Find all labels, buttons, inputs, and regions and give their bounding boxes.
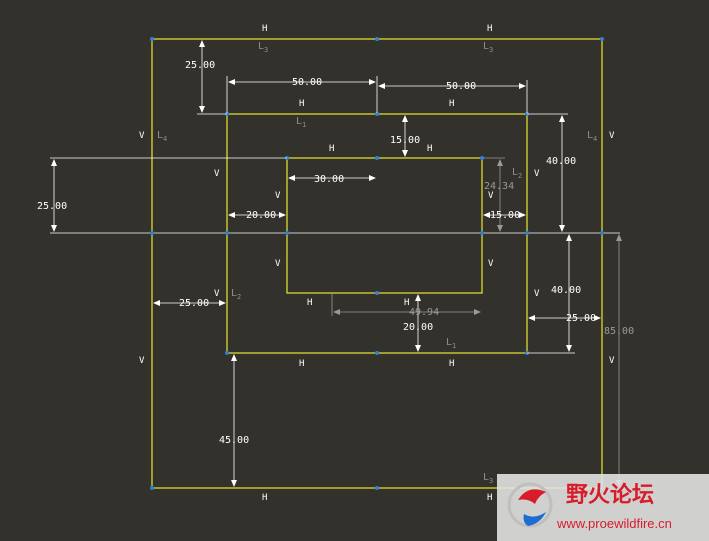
vertex[interactable] (480, 156, 484, 160)
line-ref-l3: L3 (483, 41, 493, 54)
line-ref-l1: L1 (446, 337, 456, 350)
dim-mid-left-gap[interactable]: 20.00 (246, 210, 276, 221)
vertex[interactable] (480, 231, 484, 235)
constraint-v[interactable]: V (534, 169, 540, 179)
dimension-values: 25.00 50.00 50.00 15.00 30.00 24.34 25.0… (37, 60, 634, 446)
vertex[interactable] (375, 37, 379, 41)
vertex[interactable] (375, 156, 379, 160)
line-ref-l2: L2 (512, 167, 522, 180)
dim-left-height[interactable]: 25.00 (37, 201, 67, 212)
constraint-v[interactable]: V (214, 289, 220, 299)
constraint-h[interactable]: H (299, 359, 304, 369)
dim-top-right-width[interactable]: 50.00 (446, 81, 476, 92)
vertex[interactable] (150, 37, 154, 41)
line-ref-l2: L2 (231, 288, 241, 301)
watermark: 野火论坛 www.proewildfire.cn (497, 474, 709, 541)
constraint-h[interactable]: H (262, 24, 267, 34)
dim-outer-right-height[interactable]: 85.00 (604, 326, 634, 337)
constraint-h[interactable]: H (487, 24, 492, 34)
constraint-h[interactable]: H (449, 359, 454, 369)
line-reference-labels: L3 L3 L1 L4 L4 L2 L2 L1 L3 (157, 41, 597, 485)
constraint-v[interactable]: V (609, 131, 615, 141)
line-ref-l3: L3 (258, 41, 268, 54)
constraint-h[interactable]: H (487, 493, 492, 503)
constraint-h[interactable]: H (404, 298, 409, 308)
inner-rectangle[interactable] (286, 157, 483, 294)
vertex[interactable] (375, 351, 379, 355)
constraint-v[interactable]: V (609, 356, 615, 366)
constraint-h[interactable]: H (299, 99, 304, 109)
constraint-v[interactable]: V (275, 259, 281, 269)
watermark-title: 野火论坛 (566, 482, 654, 508)
dim-top-left-width[interactable]: 50.00 (292, 77, 322, 88)
line-ref-l4: L4 (157, 130, 167, 143)
dim-inner-width[interactable]: 49.94 (409, 307, 439, 318)
line-ref-l3: L3 (483, 472, 493, 485)
constraint-h[interactable]: H (262, 493, 267, 503)
constraint-v[interactable]: V (488, 259, 494, 269)
dim-top-gap[interactable]: 25.00 (185, 60, 215, 71)
dim-right-gap[interactable]: 25.00 (566, 313, 596, 324)
constraint-v[interactable]: V (488, 191, 494, 201)
vertex[interactable] (600, 37, 604, 41)
constraint-v[interactable]: V (275, 191, 281, 201)
vertex[interactable] (525, 231, 529, 235)
constraint-h[interactable]: H (427, 144, 432, 154)
constraint-v[interactable]: V (139, 131, 145, 141)
vertex[interactable] (375, 486, 379, 490)
constraint-v[interactable]: V (214, 169, 220, 179)
constraint-h[interactable]: H (329, 144, 334, 154)
constraint-h[interactable]: H (449, 99, 454, 109)
vertex[interactable] (150, 486, 154, 490)
vertex[interactable] (150, 231, 154, 235)
vertex[interactable] (375, 291, 379, 295)
dimension-lines (50, 40, 624, 489)
vertex[interactable] (225, 231, 229, 235)
dim-inner-bottom-gap[interactable]: 20.00 (403, 322, 433, 333)
vertex[interactable] (225, 351, 229, 355)
dim-right-upper-height[interactable]: 40.00 (546, 156, 576, 167)
dim-inner-top-gap[interactable]: 15.00 (390, 135, 420, 146)
dim-bottom-height[interactable]: 45.00 (219, 435, 249, 446)
dim-inner-height[interactable]: 24.34 (484, 181, 514, 192)
watermark-logo (507, 482, 553, 528)
dim-left-gap[interactable]: 25.00 (179, 298, 209, 309)
constraint-h[interactable]: H (307, 298, 312, 308)
line-ref-l1: L1 (296, 116, 306, 129)
watermark-url: www.proewildfire.cn (556, 516, 672, 531)
dim-mid-right-gap[interactable]: 15.00 (490, 210, 520, 221)
dim-right-lower-height[interactable]: 40.00 (551, 285, 581, 296)
constraint-labels: H H H H H H H H H H H H V V V V V V V V … (139, 24, 615, 503)
vertex[interactable] (285, 231, 289, 235)
vertex[interactable] (375, 112, 379, 116)
sketch-geometry (50, 38, 620, 489)
constraint-v[interactable]: V (139, 356, 145, 366)
constraint-v[interactable]: V (534, 289, 540, 299)
line-ref-l4: L4 (587, 130, 597, 143)
vertex[interactable] (600, 231, 604, 235)
dim-inner-left-offset[interactable]: 30.00 (314, 174, 344, 185)
